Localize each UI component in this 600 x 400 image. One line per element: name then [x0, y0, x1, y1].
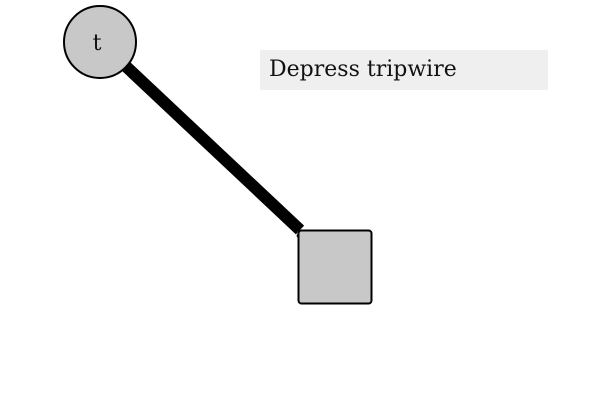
target-square[interactable] [297, 229, 373, 305]
knob-label: t [93, 31, 102, 56]
tripwire-line[interactable] [95, 37, 305, 235]
instruction-text: Depress tripwire [260, 50, 548, 90]
tripwire-knob[interactable] [63, 5, 137, 79]
